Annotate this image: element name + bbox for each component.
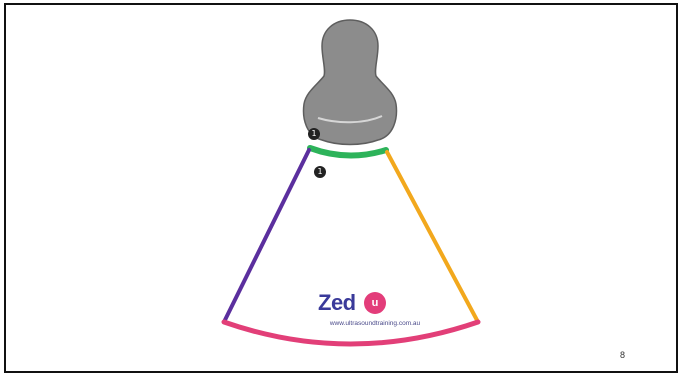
sector-right-edge — [387, 152, 478, 322]
ultrasound-probe-icon — [304, 20, 397, 145]
image-orientation-marker: 1 — [314, 166, 326, 178]
logo-wordmark: Zed — [318, 290, 356, 316]
sector-left-edge — [224, 150, 309, 322]
logo-url: www.ultrasoundtraining.com.au — [310, 320, 440, 327]
probe-orientation-marker: 1 — [308, 128, 320, 140]
page-number: 8 — [620, 350, 625, 360]
logo-badge: u — [364, 292, 386, 314]
probe-footprint-line — [310, 148, 386, 156]
